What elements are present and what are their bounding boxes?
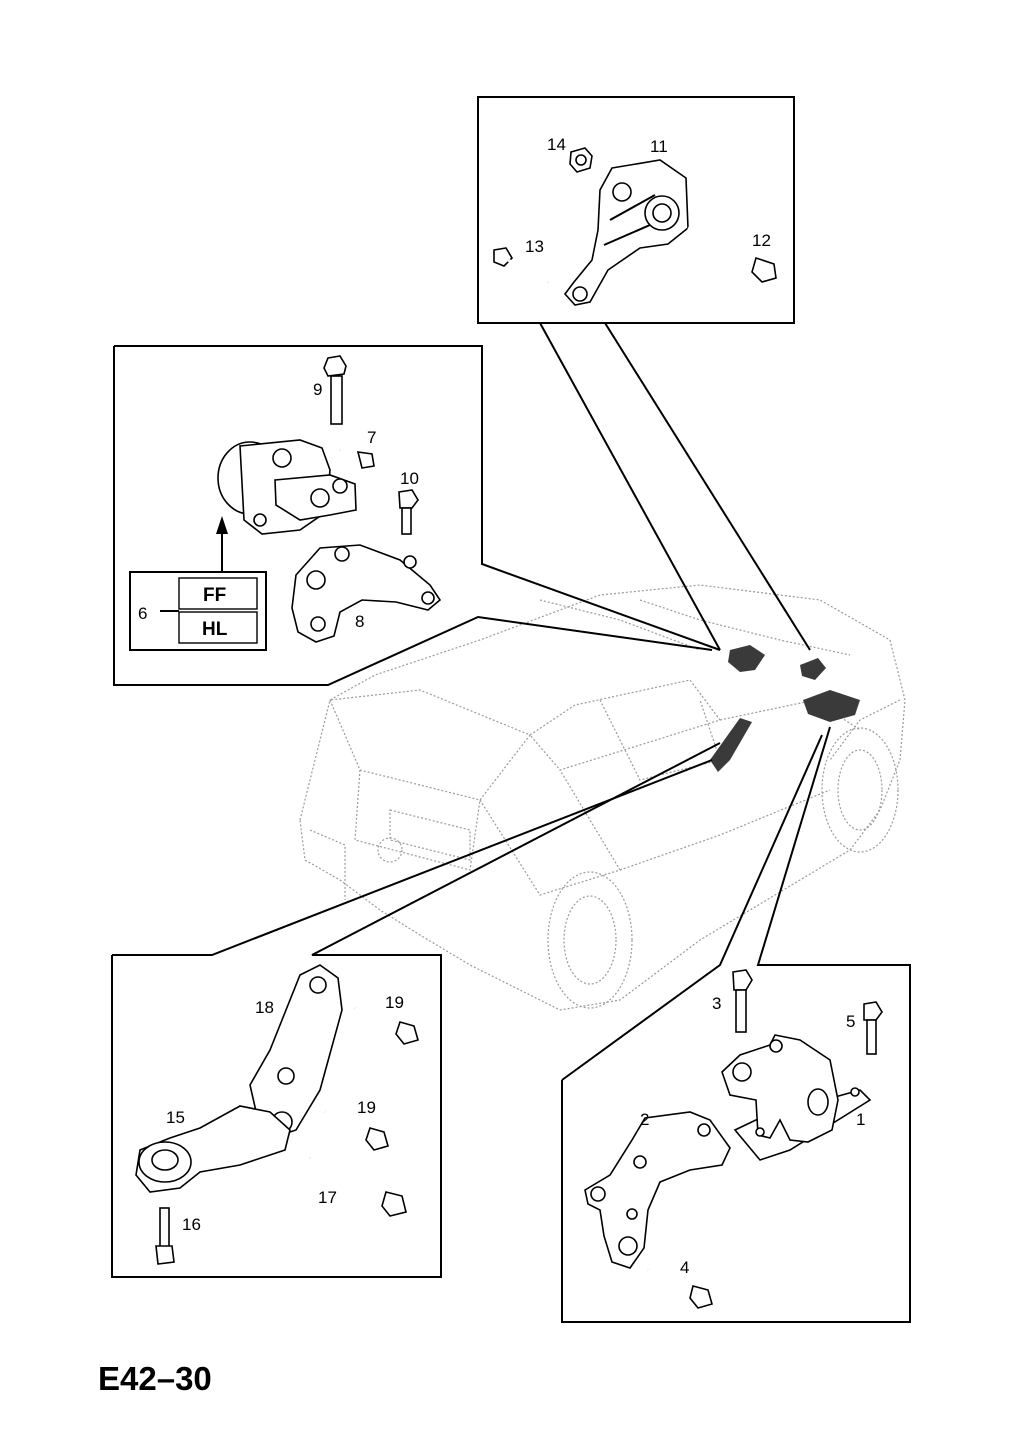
mount-location-markers [710,645,860,772]
callout-8: 8 [355,612,364,631]
gearbox-mount-group: 3 5 1 2 4 [561,726,911,1323]
callout-13: 13 [525,237,544,256]
rear-mount-group: 18 19 15 19 17 16 [111,742,721,1278]
diagram-code: E42–30 [98,1360,212,1397]
link-part [249,964,343,1139]
callout-6: 6 [138,604,147,623]
bolt-part [339,448,375,469]
callout-3: 3 [712,994,721,1013]
variant-code-ff: FF [203,585,226,606]
bolt-part [398,489,419,535]
bolt-part [863,1001,883,1055]
torque-arm-part [563,159,689,306]
callout-11: 11 [650,137,668,156]
callout-14: 14 [547,135,566,154]
callout-18: 18 [255,998,274,1017]
engine-mount-part [217,439,357,535]
bracket-part [584,1111,731,1269]
callout-19-lower: 19 [357,1098,376,1117]
callout-15: 15 [166,1108,185,1127]
bolt-part [493,247,549,284]
left-mount-group: FF HL 9 7 10 8 6 [113,345,721,686]
variant-code-hl: HL [202,619,228,640]
callout-17: 17 [318,1188,337,1207]
transmission-mount-part [721,1034,872,1161]
callout-5: 5 [846,1012,855,1031]
callout-4: 4 [680,1258,689,1277]
callout-12: 12 [752,231,771,250]
callout-2: 2 [640,1110,649,1129]
callout-1: 1 [856,1110,865,1129]
callout-9: 9 [313,380,322,399]
callout-10: 10 [400,469,419,488]
variant-code-box: FF HL [129,571,267,651]
bracket-part [135,1105,291,1193]
callout-16: 16 [182,1215,201,1234]
bolt-part [323,355,347,425]
bolt-part [324,1110,389,1151]
bolt-part [687,226,777,283]
callout-19-upper: 19 [385,993,404,1012]
bolt-part [309,1156,407,1217]
upper-mount-group: 14 11 13 12 [477,96,811,651]
bolt-part [647,1268,713,1309]
vehicle-outline [299,584,906,1011]
callout-7: 7 [367,428,376,447]
nut-part [569,147,593,173]
bolt-part [155,1207,175,1265]
bolt-part [354,1006,419,1045]
bracket-part [291,544,442,643]
bolt-part [732,969,753,1033]
